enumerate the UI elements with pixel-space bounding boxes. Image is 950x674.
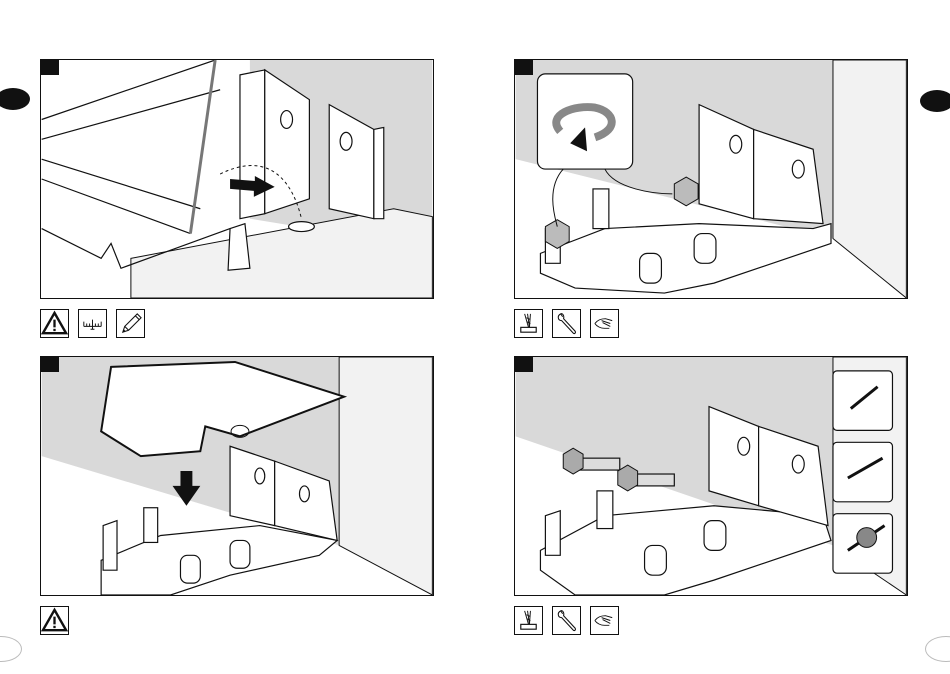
step-1-illustration [40, 59, 434, 299]
drill-icon [514, 606, 543, 635]
step-4-illustration [514, 356, 908, 596]
step-2-illustration [514, 59, 908, 299]
step-3-illustration [40, 356, 434, 596]
warning-icon [40, 309, 69, 338]
page-corner-right [925, 636, 950, 662]
step-marker [41, 357, 59, 372]
step-marker [515, 357, 533, 372]
pencil-icon [116, 309, 145, 338]
hand-icon [590, 606, 619, 635]
page-corner-left [0, 636, 22, 662]
warning-icon [40, 606, 69, 635]
drill-icon [514, 309, 543, 338]
wrench-icon [552, 606, 581, 635]
wrench-icon [552, 309, 581, 338]
measure-icon [78, 309, 107, 338]
step-marker [41, 60, 59, 75]
section-tab-left [0, 88, 30, 110]
section-tab-right [920, 90, 950, 112]
hand-icon [590, 309, 619, 338]
step-marker [515, 60, 533, 75]
